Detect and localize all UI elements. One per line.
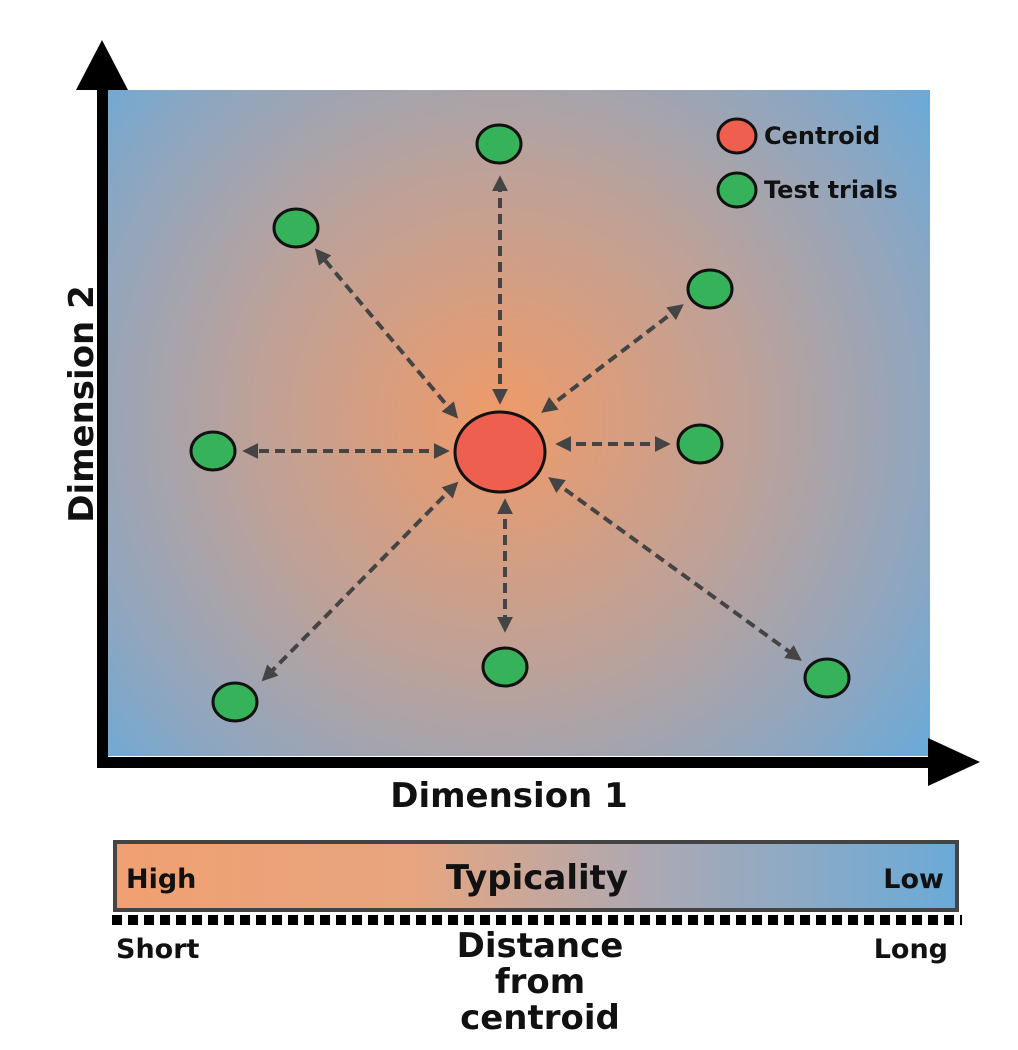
axes bbox=[76, 40, 980, 786]
test-trial-upper-right bbox=[686, 268, 734, 310]
y-axis-line bbox=[97, 80, 108, 768]
typicality-high-label: High bbox=[126, 864, 197, 895]
test-trial-lower-left bbox=[211, 681, 259, 723]
test-trial-bottom bbox=[481, 646, 529, 688]
distance-short-label: Short bbox=[116, 934, 200, 965]
arrow-to-lower-left bbox=[261, 481, 459, 682]
distance-title: Distance from centroid bbox=[0, 928, 1018, 1036]
y-axis-arrowhead bbox=[76, 40, 128, 90]
legend-test-marker bbox=[716, 171, 758, 209]
legend-centroid-marker bbox=[716, 117, 758, 155]
test-trial-left bbox=[189, 430, 237, 472]
arrow-to-lower-right bbox=[548, 477, 802, 661]
x-axis-label: Dimension 1 bbox=[390, 776, 628, 816]
test-trial-top bbox=[475, 123, 523, 165]
distance-title-text: Distance from centroid bbox=[456, 926, 624, 1038]
distance-long-label: Long bbox=[873, 934, 948, 965]
centroid-point bbox=[453, 410, 547, 494]
test-trial-right bbox=[676, 423, 724, 465]
test-trials bbox=[189, 123, 851, 723]
x-axis-arrowhead bbox=[928, 738, 980, 786]
typicality-bar bbox=[113, 840, 959, 912]
distance-arrows bbox=[242, 175, 802, 682]
test-trial-upper-left bbox=[272, 207, 320, 249]
y-axis-label: Dimension 2 bbox=[62, 285, 102, 523]
typicality-title: Typicality bbox=[445, 858, 629, 898]
legend-centroid-label: Centroid bbox=[764, 122, 881, 150]
legend-test-trials-label: Test trials bbox=[764, 176, 898, 204]
test-trial-lower-right bbox=[803, 657, 851, 699]
arrow-to-upper-right bbox=[541, 304, 684, 413]
arrow-to-upper-left bbox=[314, 248, 459, 419]
typicality-low-label: Low bbox=[883, 864, 944, 895]
x-axis-line bbox=[97, 757, 937, 768]
legend bbox=[716, 117, 758, 209]
